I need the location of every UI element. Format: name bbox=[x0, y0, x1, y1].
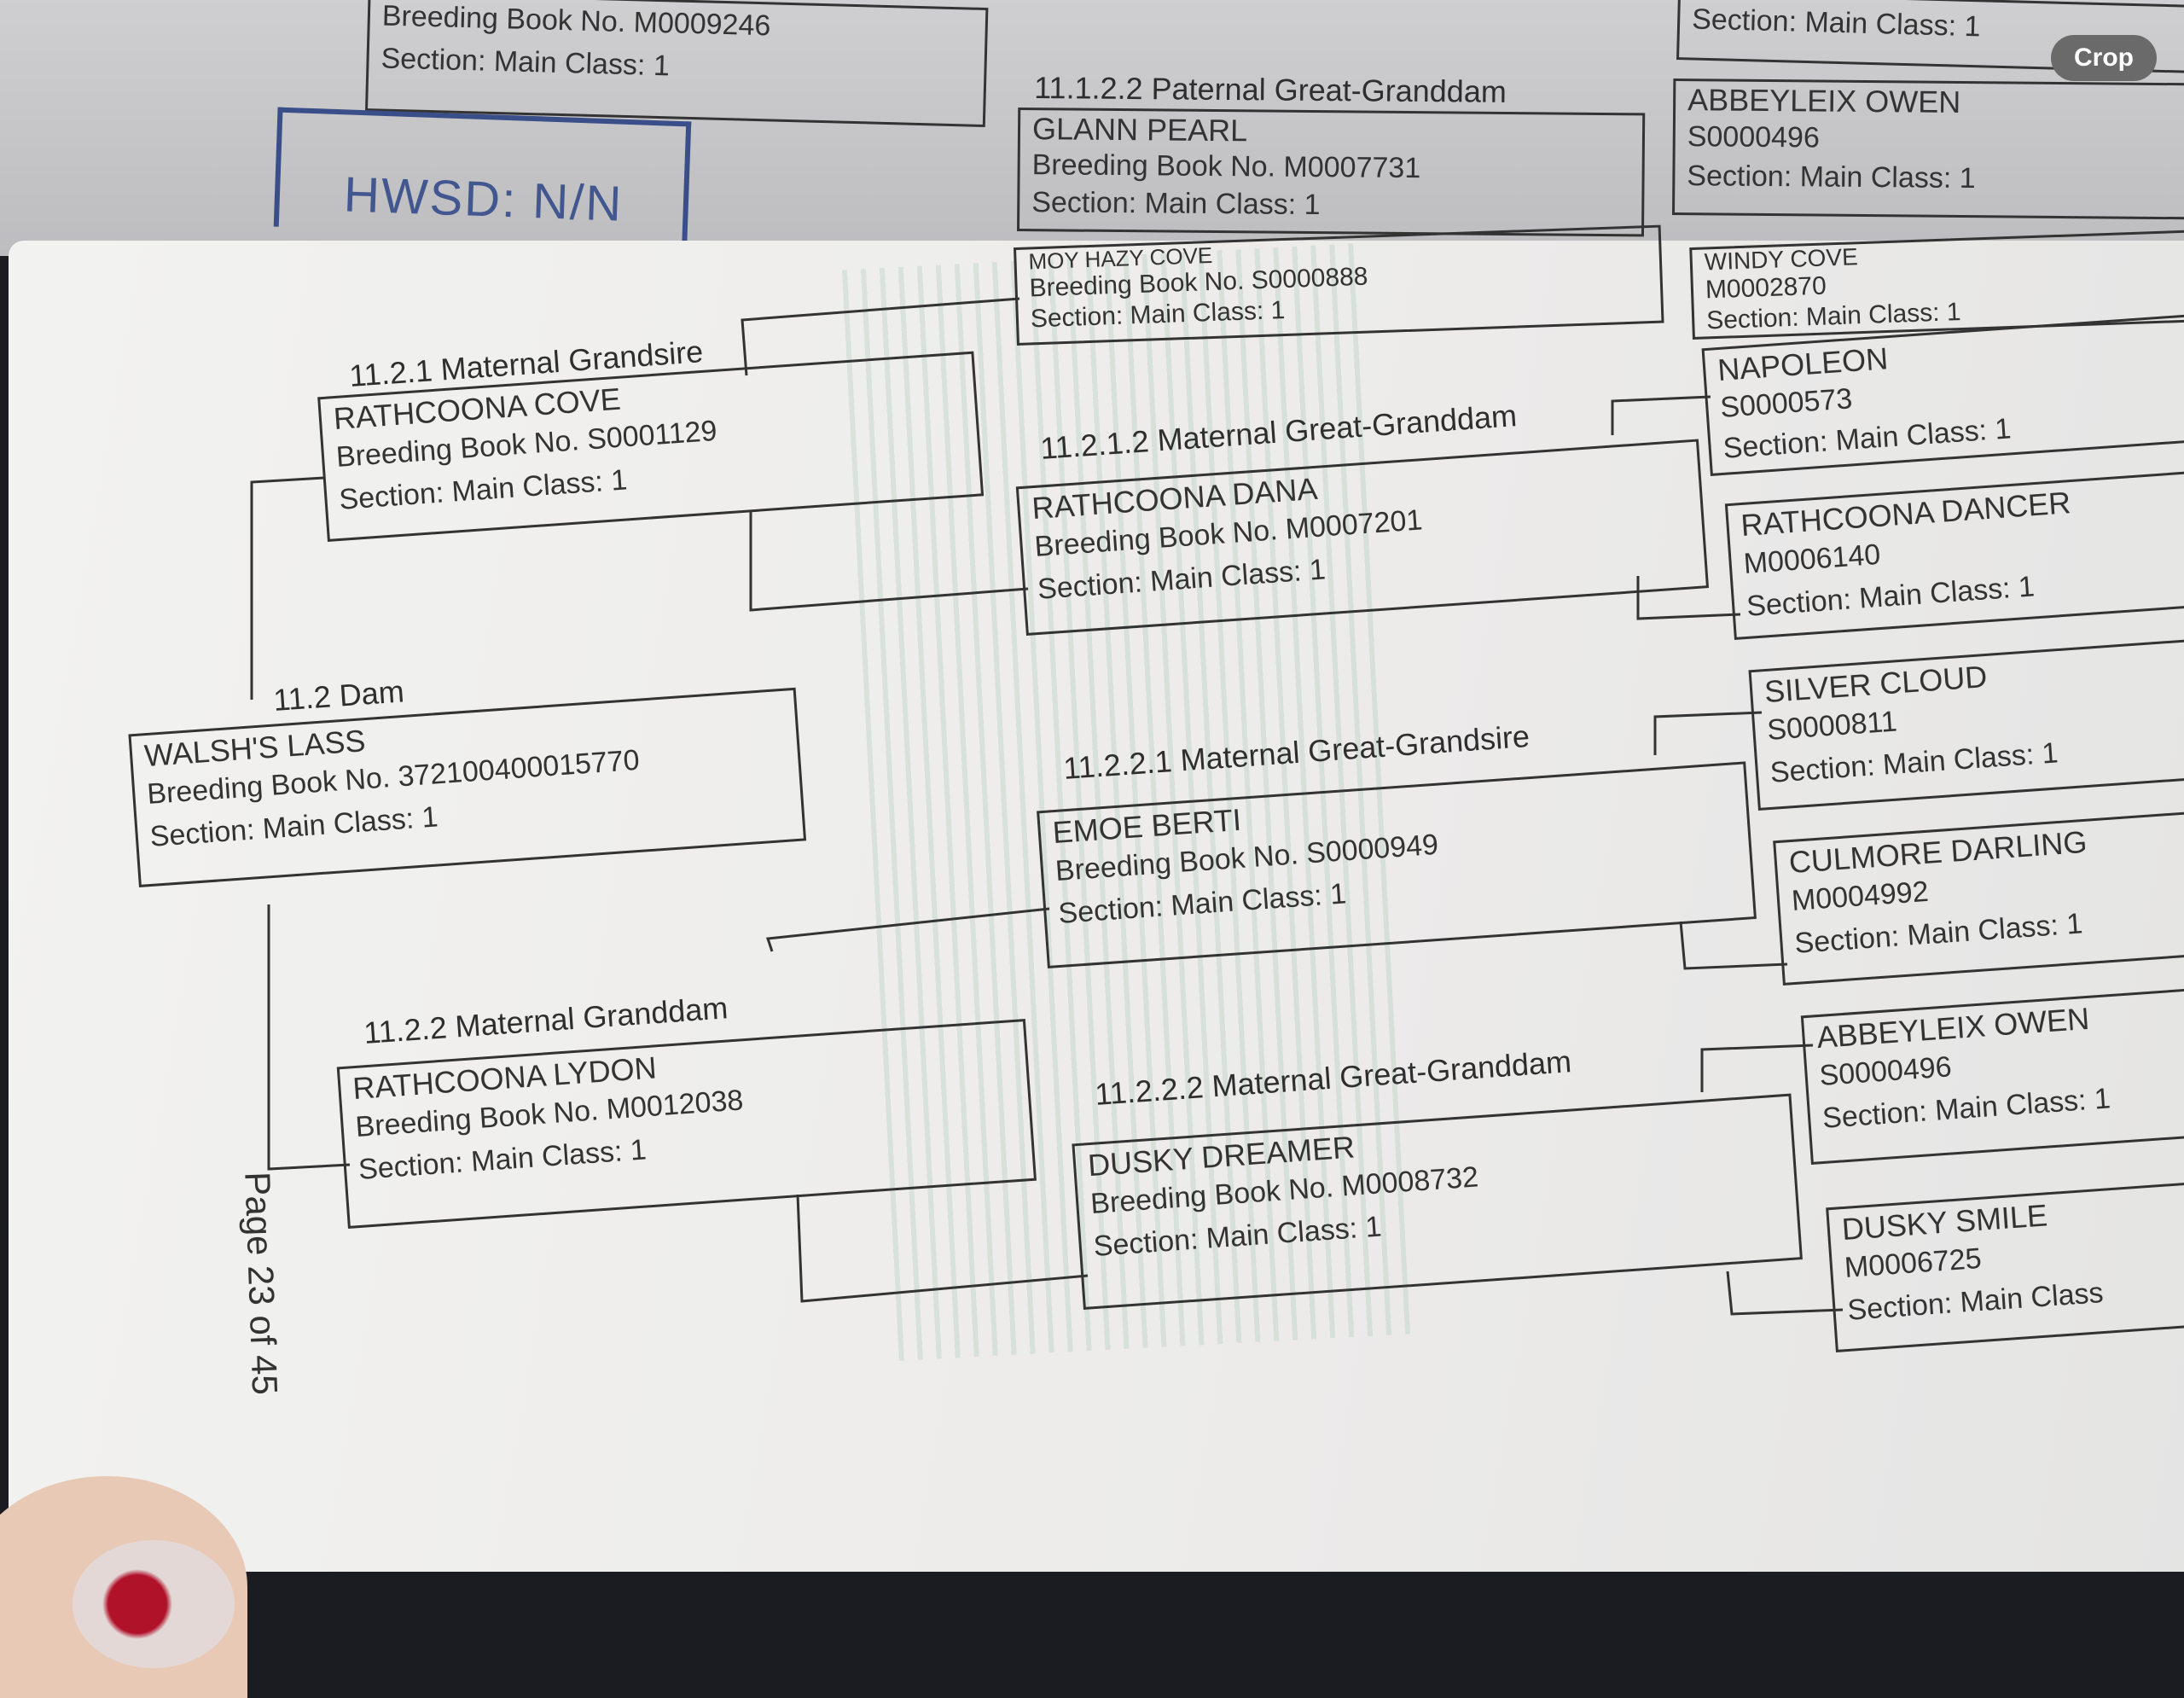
page-number: Page 23 of 45 bbox=[237, 1171, 286, 1396]
pedigree-page bbox=[9, 241, 2184, 1572]
crop-button[interactable]: Crop bbox=[2051, 35, 2157, 81]
pedigree-connector-lines bbox=[250, 297, 1844, 1316]
previous-page: Breeding Book No. M0009246 Section: Main… bbox=[0, 0, 2184, 256]
fingernail bbox=[73, 1540, 235, 1668]
